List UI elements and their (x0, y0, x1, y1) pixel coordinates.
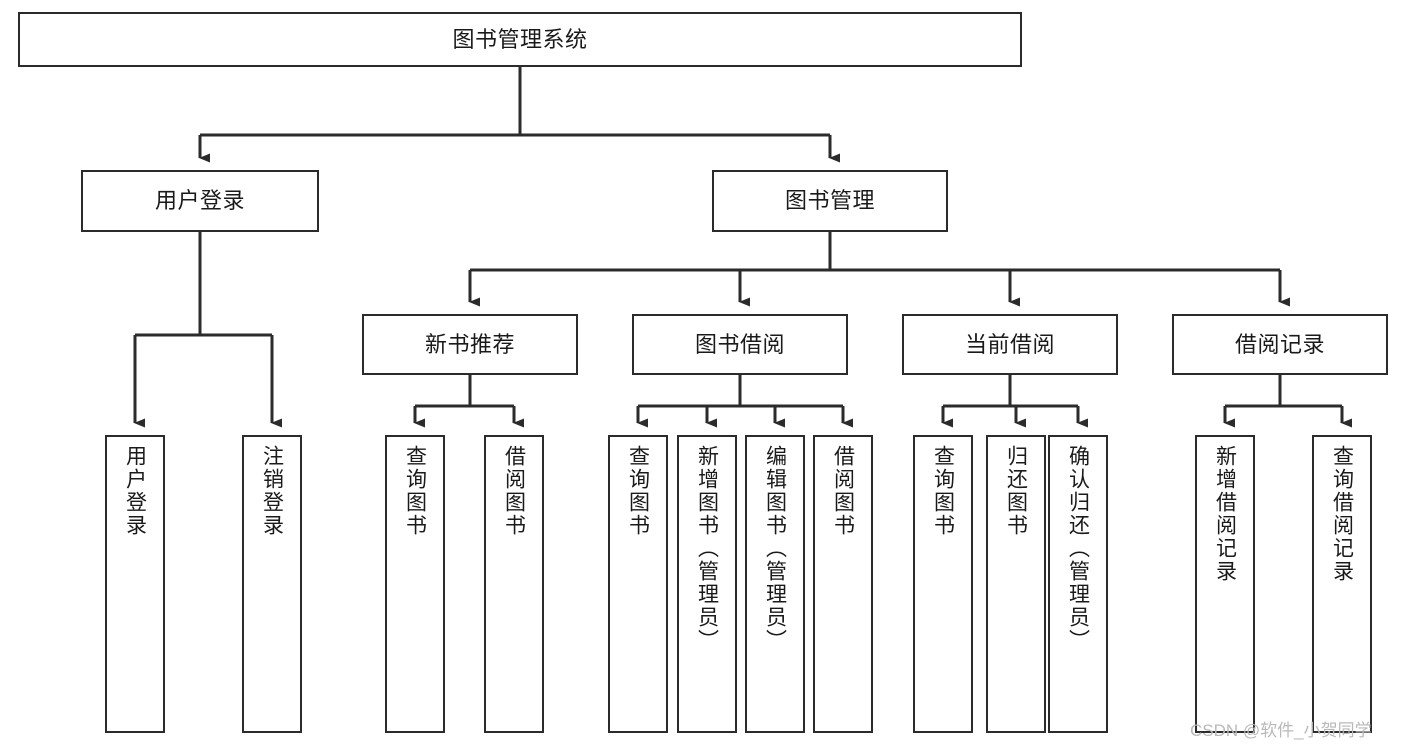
node-leaf-borrow-book-bor-label: 借阅图书 (831, 445, 855, 537)
edges-currentborrow-to-leaves (941, 375, 1088, 428)
node-leaf-query-book-cur[interactable]: 查询图书 (913, 435, 973, 733)
node-book-borrow[interactable]: 图书借阅 (632, 314, 848, 375)
node-current-borrow-label: 当前借阅 (964, 331, 1055, 357)
node-book-manage[interactable]: 图书管理 (712, 170, 948, 232)
node-borrow-record-label: 借阅记录 (1234, 331, 1325, 357)
node-leaf-add-book-label: 新增图书（管理员） (695, 445, 719, 652)
node-leaf-query-book-cur-label: 查询图书 (931, 445, 955, 537)
node-user-login[interactable]: 用户登录 (81, 170, 319, 232)
node-leaf-query-record-label: 查询借阅记录 (1330, 445, 1354, 583)
edges-bookborrow-to-leaves (636, 375, 853, 428)
node-leaf-query-book-bor-label: 查询图书 (626, 445, 650, 537)
node-book-borrow-label: 图书借阅 (694, 331, 785, 357)
edges-root-to-level2 (198, 67, 840, 163)
edges-bookmanage-to-level3 (468, 232, 1290, 307)
edges-userlogin-to-leaves (133, 232, 282, 428)
node-leaf-query-book-rec[interactable]: 查询图书 (385, 435, 445, 733)
node-leaf-user-login[interactable]: 用户登录 (105, 435, 165, 733)
edges-newbookrec-to-leaves (413, 375, 524, 428)
node-leaf-query-record[interactable]: 查询借阅记录 (1312, 435, 1372, 733)
node-leaf-add-record-label: 新增借阅记录 (1213, 445, 1237, 583)
node-user-login-label: 用户登录 (154, 188, 245, 214)
node-leaf-edit-book-label: 编辑图书（管理员） (763, 445, 787, 652)
node-leaf-add-record[interactable]: 新增借阅记录 (1195, 435, 1255, 733)
node-leaf-confirm-return[interactable]: 确认归还（管理员） (1048, 435, 1108, 733)
node-leaf-user-logout-label: 注销登录 (260, 445, 284, 537)
node-leaf-return-book-label: 归还图书 (1004, 445, 1028, 537)
node-root-label: 图书管理系统 (452, 26, 588, 52)
node-leaf-borrow-book-bor[interactable]: 借阅图书 (813, 435, 873, 733)
node-leaf-confirm-return-label: 确认归还（管理员） (1066, 445, 1090, 652)
node-new-book-rec-label: 新书推荐 (424, 331, 515, 357)
node-leaf-query-book-rec-label: 查询图书 (403, 445, 427, 537)
node-leaf-borrow-book-rec[interactable]: 借阅图书 (484, 435, 544, 733)
node-leaf-add-book[interactable]: 新增图书（管理员） (677, 435, 737, 733)
node-new-book-rec[interactable]: 新书推荐 (362, 314, 578, 375)
node-leaf-borrow-book-rec-label: 借阅图书 (502, 445, 526, 537)
node-leaf-user-login-label: 用户登录 (123, 445, 147, 537)
node-borrow-record[interactable]: 借阅记录 (1172, 314, 1388, 375)
node-leaf-user-logout[interactable]: 注销登录 (242, 435, 302, 733)
node-leaf-query-book-bor[interactable]: 查询图书 (608, 435, 668, 733)
node-leaf-return-book[interactable]: 归还图书 (986, 435, 1046, 733)
node-book-manage-label: 图书管理 (784, 188, 875, 214)
edges-borrowrecord-to-leaves (1223, 375, 1352, 428)
node-leaf-edit-book[interactable]: 编辑图书（管理员） (745, 435, 805, 733)
node-current-borrow[interactable]: 当前借阅 (902, 314, 1118, 375)
node-root[interactable]: 图书管理系统 (18, 12, 1022, 67)
